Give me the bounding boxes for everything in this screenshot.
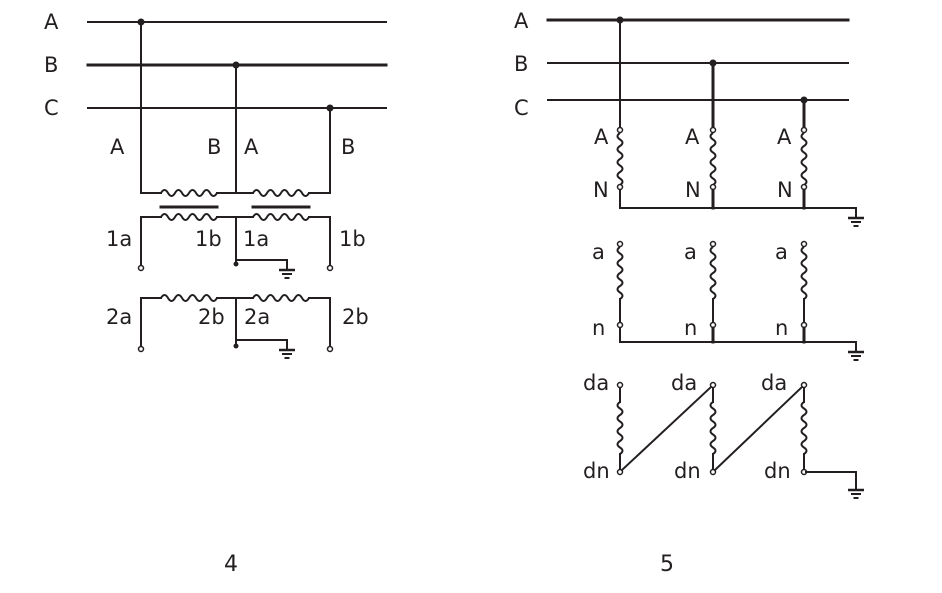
secondary1-coil-2 [252, 213, 310, 221]
tertiary-top-label: da [761, 371, 787, 395]
primary-label: B [341, 135, 355, 159]
terminal [616, 321, 624, 329]
primary-top-label: A [685, 125, 700, 149]
primary-bottom-label: N [685, 178, 701, 202]
bus-label-c: C [44, 96, 59, 120]
tertiary-top-label: da [583, 371, 609, 395]
primary-coil-1 [160, 189, 218, 197]
primary-label: A [244, 135, 259, 159]
bus-label-b: B [44, 53, 58, 77]
tertiary-coil-a [616, 401, 624, 455]
terminal [137, 264, 145, 272]
terminal [616, 381, 624, 389]
bus-label-c: C [514, 96, 529, 120]
bus-label-a: A [44, 10, 59, 34]
secondary-top-label: a [775, 240, 788, 264]
secondary2-label: 2b [198, 305, 225, 329]
bus-label-a: A [514, 9, 529, 33]
terminal [709, 468, 717, 476]
secondary-top-label: a [592, 240, 605, 264]
tertiary-coil-b [709, 401, 717, 455]
caption-4: 4 [224, 552, 238, 577]
left-diagram: A B C [44, 10, 388, 577]
secondary2-label: 2a [106, 305, 132, 329]
primary-coil-b [709, 132, 717, 186]
secondary2-label: 2a [244, 305, 270, 329]
terminal [326, 345, 334, 353]
secondary-coil-a [616, 246, 624, 300]
primary-coil-a [616, 132, 624, 186]
delta-link [713, 385, 804, 472]
delta-link [620, 385, 713, 472]
secondary2-label: 2b [342, 305, 369, 329]
caption-5: 5 [660, 552, 674, 577]
secondary-bottom-label: n [592, 316, 605, 340]
secondary1-label: 1a [106, 227, 132, 251]
primary-label: B [207, 135, 221, 159]
secondary1-coil-1 [160, 213, 218, 221]
terminal [709, 126, 717, 134]
primary-top-label: A [594, 125, 609, 149]
terminal [800, 240, 808, 248]
terminal [616, 240, 624, 248]
terminal [137, 345, 145, 353]
secondary-bottom-label: n [775, 316, 788, 340]
secondary-top-label: a [684, 240, 697, 264]
ground-icon [846, 478, 866, 500]
secondary2-coil-2 [252, 294, 310, 302]
secondary1-label: 1a [243, 227, 269, 251]
primary-coil-2 [252, 189, 310, 197]
terminal [800, 126, 808, 134]
primary-coil-c [800, 132, 808, 186]
primary-bottom-label: N [777, 178, 793, 202]
terminal [709, 240, 717, 248]
primary-top-label: A [777, 125, 792, 149]
primary-bottom-label: N [593, 178, 609, 202]
tertiary-bottom-label: dn [674, 459, 701, 483]
primary-label: A [110, 135, 125, 159]
right-diagram: A B C A A A N N N [514, 9, 866, 577]
secondary-coil-c [800, 246, 808, 300]
terminal [326, 264, 334, 272]
secondary2-coil-1 [160, 294, 218, 302]
tertiary-top-label: da [671, 371, 697, 395]
tertiary-bottom-label: dn [583, 459, 610, 483]
bus-label-b: B [514, 52, 528, 76]
terminal [616, 126, 624, 134]
ground-icon [277, 338, 297, 360]
junction-dot [233, 343, 239, 349]
secondary-coil-b [709, 246, 717, 300]
tertiary-coil-c [800, 401, 808, 455]
terminal [616, 183, 624, 191]
junction-dot [233, 261, 239, 267]
secondary1-label: 1b [339, 227, 366, 251]
tertiary-bottom-label: dn [764, 459, 791, 483]
ground-icon [277, 258, 297, 280]
terminal [616, 468, 624, 476]
ground-icon [846, 340, 866, 362]
secondary-bottom-label: n [684, 316, 697, 340]
secondary1-label: 1b [195, 227, 222, 251]
ground-icon [846, 206, 866, 228]
